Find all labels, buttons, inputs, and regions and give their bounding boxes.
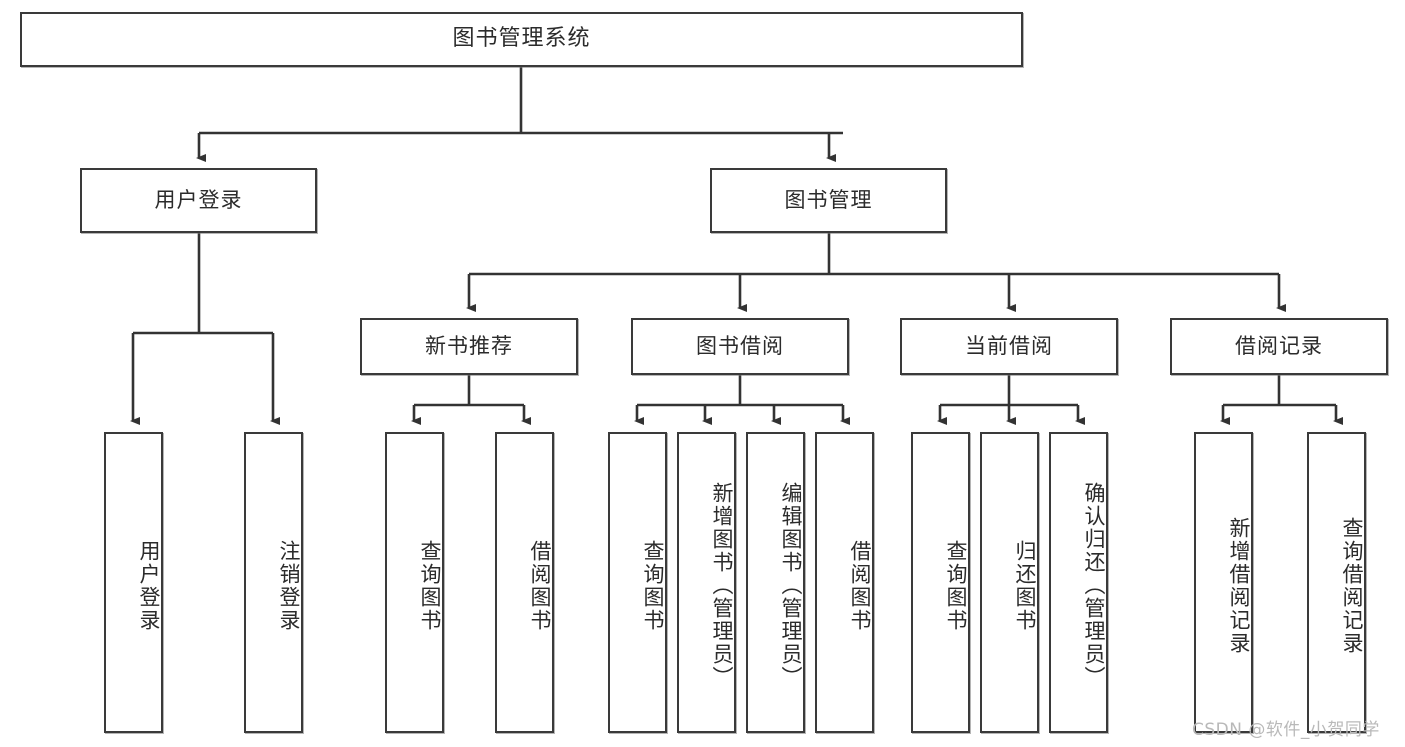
leaf-label: 查询图书 bbox=[641, 539, 665, 632]
leaf-label: 归还图书 bbox=[1013, 539, 1037, 632]
leaf-label: 查询图书 bbox=[944, 539, 968, 632]
leaf-label: 查询借阅记录 bbox=[1340, 516, 1364, 655]
leaf-edit-book-admin[interactable]: 编辑图书（管理员） bbox=[746, 432, 805, 733]
leaf-user-login[interactable]: 用户登录 bbox=[104, 432, 163, 733]
node-borrow-record[interactable]: 借阅记录 bbox=[1170, 318, 1388, 375]
leaf-query-borrow-record[interactable]: 查询借阅记录 bbox=[1307, 432, 1366, 733]
leaf-confirm-return-admin[interactable]: 确认归还（管理员） bbox=[1049, 432, 1108, 733]
node-root-system[interactable]: 图书管理系统 bbox=[20, 12, 1023, 67]
leaf-logout[interactable]: 注销登录 bbox=[244, 432, 303, 733]
leaf-borrow-book-recommend[interactable]: 借阅图书 bbox=[495, 432, 554, 733]
leaf-label: 新增图书（管理员） bbox=[710, 482, 734, 689]
leaf-label: 查询图书 bbox=[418, 539, 442, 632]
leaf-label: 注销登录 bbox=[277, 539, 301, 632]
node-book-borrow[interactable]: 图书借阅 bbox=[631, 318, 849, 375]
node-user-login[interactable]: 用户登录 bbox=[80, 168, 317, 233]
leaf-label: 新增借阅记录 bbox=[1227, 516, 1251, 655]
node-current-borrow[interactable]: 当前借阅 bbox=[900, 318, 1118, 375]
leaf-borrow-book[interactable]: 借阅图书 bbox=[815, 432, 874, 733]
leaf-query-book-recommend[interactable]: 查询图书 bbox=[385, 432, 444, 733]
leaf-label: 用户登录 bbox=[137, 539, 161, 632]
leaf-label: 编辑图书（管理员） bbox=[779, 482, 803, 689]
leaf-add-book-admin[interactable]: 新增图书（管理员） bbox=[677, 432, 736, 733]
leaf-label: 借阅图书 bbox=[528, 539, 552, 632]
watermark-text: CSDN @软件_小贺同学 bbox=[1192, 720, 1380, 740]
leaf-add-borrow-record[interactable]: 新增借阅记录 bbox=[1194, 432, 1253, 733]
leaf-label: 确认归还（管理员） bbox=[1082, 482, 1106, 689]
node-new-book-recommend[interactable]: 新书推荐 bbox=[360, 318, 578, 375]
leaf-query-book-borrow[interactable]: 查询图书 bbox=[608, 432, 667, 733]
leaf-return-book[interactable]: 归还图书 bbox=[980, 432, 1039, 733]
node-book-management[interactable]: 图书管理 bbox=[710, 168, 947, 233]
leaf-query-book-current[interactable]: 查询图书 bbox=[911, 432, 970, 733]
leaf-label: 借阅图书 bbox=[848, 539, 872, 632]
